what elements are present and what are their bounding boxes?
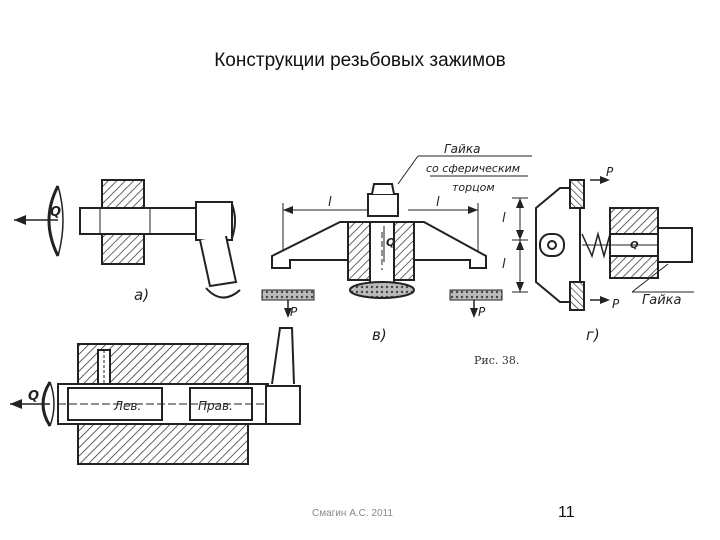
fig-v-note-line1: Гайка [444, 142, 480, 156]
fig-g-force-p-bottom: P [612, 297, 620, 311]
fig-v-force-p-left: P [290, 305, 298, 319]
fig-b-force-q: Q [28, 389, 39, 404]
fig-g-clamp [512, 176, 694, 311]
fig-b-thread-left: Лев. [113, 399, 141, 413]
fig-a-force-q: Q [50, 205, 61, 220]
fig-v-dim-l-left: l [328, 195, 332, 210]
slide-title: Конструкции резьбовых зажимов [214, 50, 506, 71]
fig-g-force-p-top: P [606, 165, 614, 179]
fig-v-note-line2: со сферическим [426, 162, 520, 175]
fig-v-force-q: Q [386, 236, 395, 249]
fig-g-note: Гайка [642, 293, 682, 308]
fig-g-dim-l-top: l [502, 211, 506, 226]
fig-g-label: г) [586, 326, 600, 344]
fig-b-thread-right: Прав. [198, 399, 233, 413]
fig-a-clamp [14, 179, 241, 299]
fig-v-note-line3: торцом [452, 181, 495, 194]
fig-b-clamp [10, 327, 301, 465]
fig-v-force-p-right: P [478, 305, 486, 319]
figure-caption: Рис. 38. [474, 354, 519, 367]
fig-a-label: а) [134, 286, 149, 304]
footer-author: Смагин А.С. 2011 [312, 508, 393, 519]
fig-v-dim-l-right: l [436, 195, 440, 210]
page-number: 11 [558, 504, 575, 521]
fig-v-label: в) [372, 326, 387, 344]
fig-v-clamp [261, 155, 532, 318]
fig-g-force-q: Q [630, 240, 639, 251]
fig-g-dim-l-bottom: l [502, 257, 506, 272]
